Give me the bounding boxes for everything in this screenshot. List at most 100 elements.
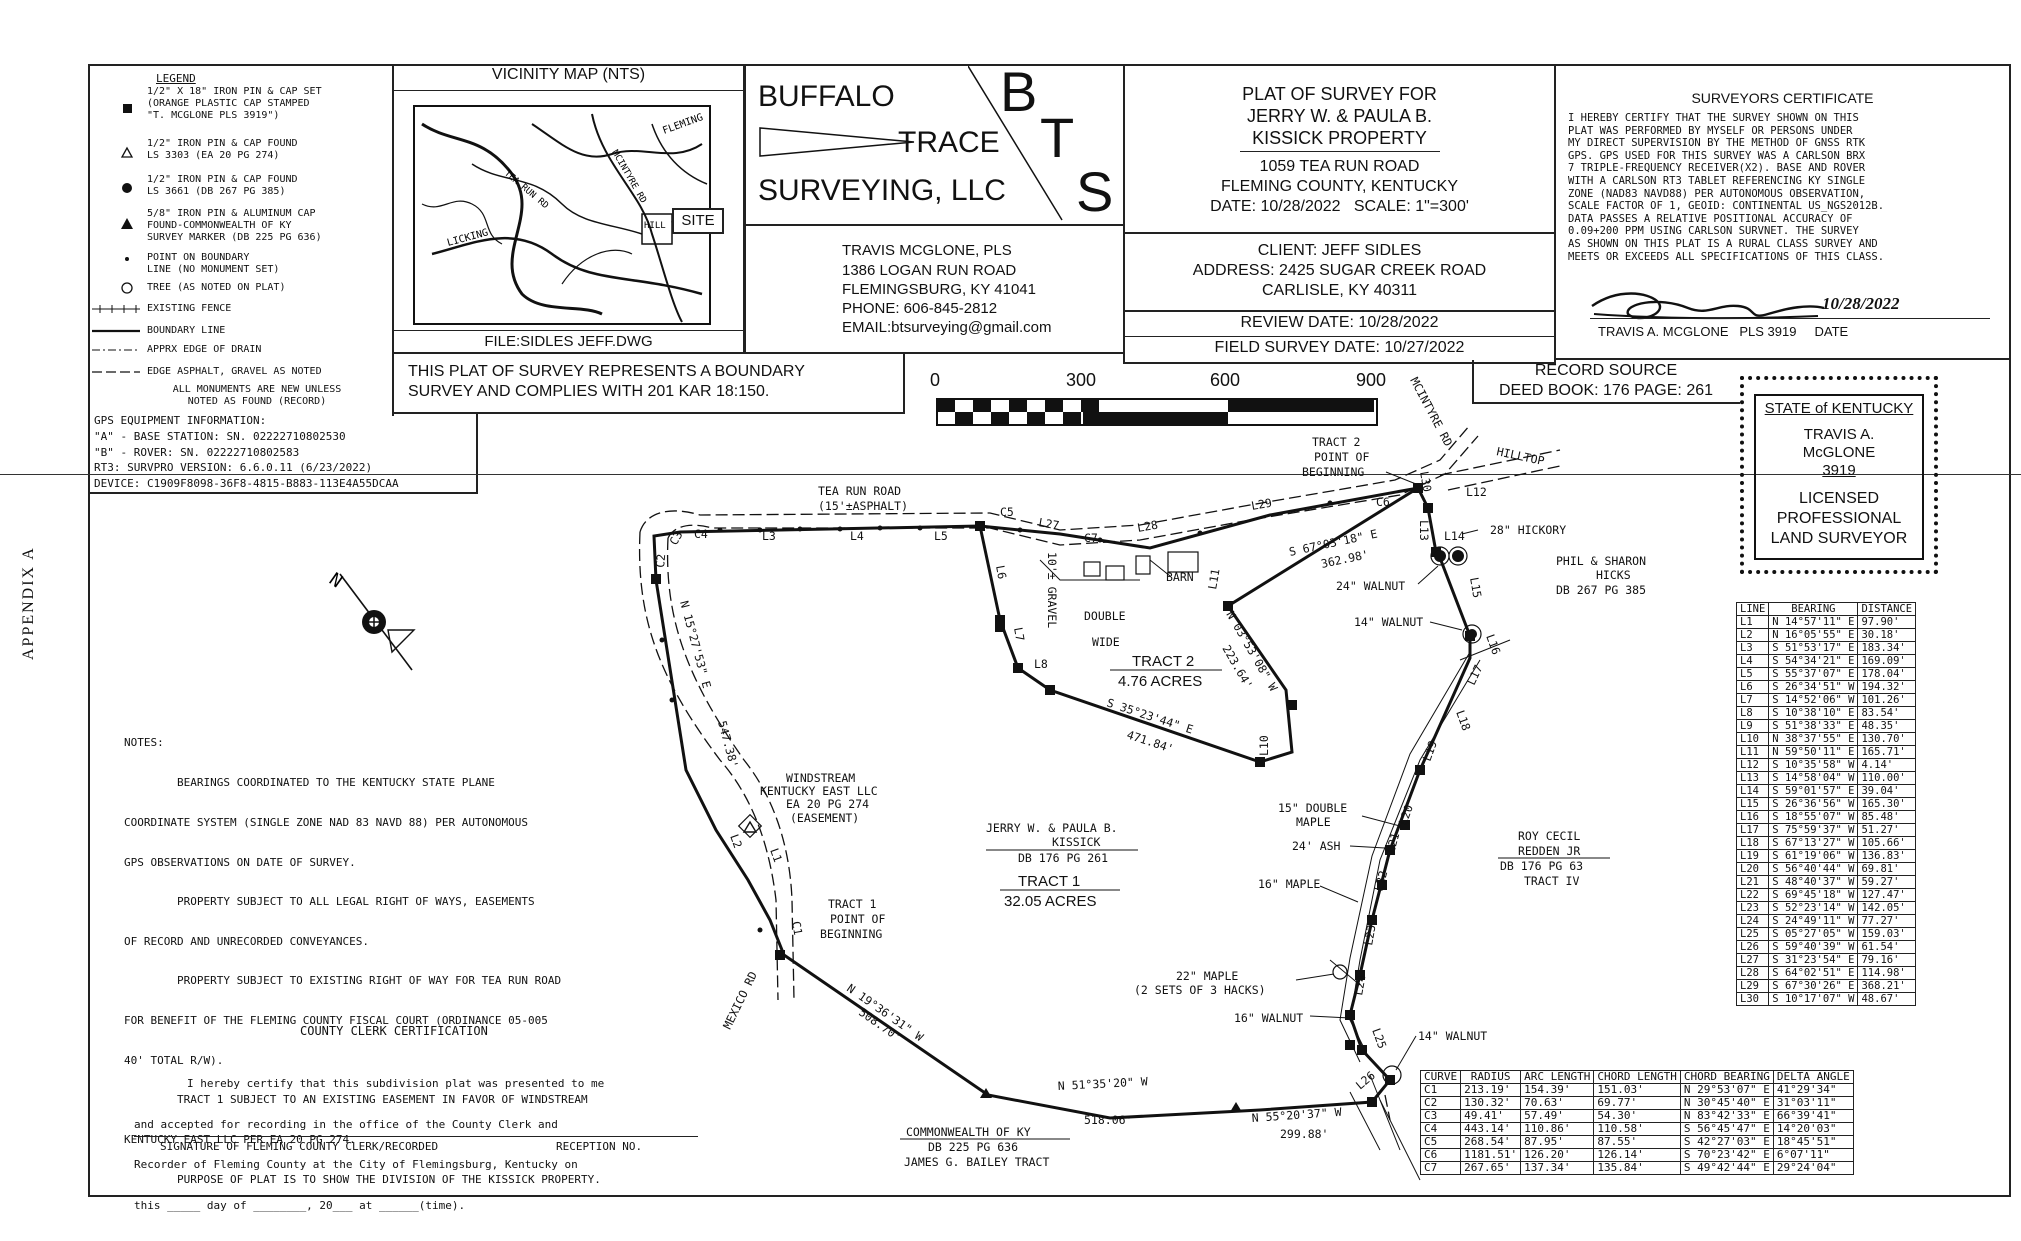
- curve-table-header: RADIUS: [1460, 1070, 1522, 1084]
- surveyor-cert-title: SURVEYORS CERTIFICATE: [1691, 90, 1874, 106]
- cert-line: DATA PASSES A RELATIVE POSITIONAL ACCURA…: [1568, 212, 1853, 225]
- line-table-cell: 97.90': [1857, 615, 1917, 629]
- curve-table-cell: 66°39'41": [1772, 1109, 1854, 1123]
- tract1-pob-line1: TRACT 1: [828, 897, 877, 911]
- surveyor-cert-text: I HEREBY CERTIFY THAT THE SURVEY SHOWN O…: [1568, 112, 1884, 263]
- vicinity-file-name: FILE:SIDLES JEFF.DWG: [484, 333, 653, 350]
- line-table-cell: 83.54': [1857, 706, 1917, 720]
- bearing-south-east: N 55°20'37" W: [1251, 1105, 1342, 1125]
- line-table-cell: L27: [1735, 953, 1770, 967]
- cert-line: 0.09+200 PPM USING CARLSON SURVNET. THE …: [1568, 225, 1859, 238]
- line-table-header: DISTANCE: [1857, 602, 1917, 616]
- record-source-text: DEED BOOK: 176 PAGE: 261: [1498, 382, 1714, 399]
- hicks-name: PHIL & SHARON: [1556, 554, 1646, 568]
- tract1-pob-line2: POINT OF: [830, 912, 885, 926]
- windstream-deed: EA 20 PG 274: [786, 797, 869, 811]
- curve-table-cell: S 70°23'42" E: [1679, 1148, 1774, 1162]
- line-table-cell: 105.66': [1857, 836, 1917, 850]
- tree-walnut-14: 14" WALNUT: [1354, 615, 1423, 629]
- curve-table-cell: 126.20': [1520, 1148, 1595, 1162]
- cert-line: SCALE FACTOR OF 1, GEOID: CONTINENTAL US…: [1568, 200, 1885, 213]
- line-table-cell: S 67°30'26" E: [1768, 979, 1859, 993]
- vicinity-label-hill-top: HILL TOP: [644, 221, 688, 231]
- surveyor-cert-block: [1554, 64, 2011, 360]
- legend-item-point-on-line: POINT ON BOUNDARY LINE (NO MONUMENT SET): [147, 252, 280, 275]
- curve-table-header: CURVE: [1419, 1070, 1462, 1084]
- curve-table-cell: C2: [1419, 1096, 1462, 1110]
- tract2-pob-line1: TRACT 2: [1312, 435, 1360, 449]
- note-line: TRACT 1 SUBJECT TO AN EXISTING EASEMENT …: [124, 1093, 588, 1107]
- legend-item-boundary: BOUNDARY LINE: [147, 325, 226, 336]
- hicks-deed: DB 267 PG 385: [1556, 583, 1646, 597]
- tract1-pob-line3: BEGINNING: [820, 927, 882, 941]
- line-table-cell: N 38°37'55" E: [1768, 732, 1859, 746]
- callout-l30: L30: [1417, 470, 1434, 493]
- contact-name: TRAVIS MCGLONE, PLS: [842, 242, 1012, 259]
- callout-l1: L1: [767, 846, 785, 864]
- curve-table-cell: N 29°53'07" E: [1679, 1083, 1774, 1097]
- tree-walnut-16: 16" WALNUT: [1234, 1011, 1303, 1025]
- redden-name2: REDDEN JR: [1518, 844, 1580, 858]
- clerk-line: and accepted for recording in the office…: [134, 1117, 558, 1131]
- tree-maple-15-line1: 15" DOUBLE: [1278, 801, 1347, 815]
- tree-walnut-14b: 14" WALNUT: [1418, 1029, 1487, 1043]
- line-table-cell: 101.26': [1857, 693, 1917, 707]
- bearing-west-side: N 15°27'53" E: [677, 599, 714, 690]
- line-table-cell: S 56°40'44" W: [1768, 862, 1859, 876]
- line-table-cell: S 67°13'27" W: [1768, 836, 1859, 850]
- plan-road-name: TEA RUN ROAD: [818, 484, 901, 498]
- callout-l14: L14: [1444, 529, 1465, 543]
- cert-line: MY DIRECT SUPERVISION BY THE METHOD OF G…: [1568, 137, 1866, 150]
- line-table-cell: L12: [1735, 758, 1770, 772]
- callout-l8: L8: [1034, 657, 1048, 671]
- callout-l18: L18: [1453, 708, 1473, 732]
- line-table-cell: S 18°55'07" W: [1768, 810, 1859, 824]
- scale-tick-0: 0: [930, 370, 941, 390]
- line-table-header: LINE: [1735, 602, 1770, 616]
- callout-c6: C6: [1376, 495, 1390, 509]
- title-address-street: 1059 TEA RUN ROAD: [1259, 158, 1420, 175]
- legend-item-pin-found-3303: 1/2" IRON PIN & CAP FOUND LS 3303 (EA 20…: [147, 138, 298, 161]
- client-city: CARLISLE, KY 40311: [1261, 282, 1418, 299]
- curve-table-cell: 41°29'34": [1772, 1083, 1854, 1097]
- callout-l2: L2: [727, 832, 745, 850]
- legend-item-drain: APPRX EDGE OF DRAIN: [147, 344, 262, 355]
- line-table-cell: 165.71': [1857, 745, 1917, 759]
- line-table-cell: 61.54': [1857, 940, 1917, 954]
- line-table-cell: 136.83': [1857, 849, 1917, 863]
- monogram-t: T: [1040, 106, 1075, 169]
- contact-email: EMAIL:btsurveying@gmail.com: [842, 319, 1052, 336]
- curve-table-cell: C6: [1419, 1148, 1462, 1162]
- line-table-cell: 48.67': [1857, 992, 1917, 1006]
- line-table-cell: S 52°23'14" W: [1768, 901, 1859, 915]
- tree-maple-22-line2: (2 SETS OF 3 HACKS): [1134, 983, 1266, 997]
- scale-tick-300: 300: [1066, 370, 1097, 390]
- line-table-cell: L25: [1735, 927, 1770, 941]
- curve-table: CURVE RADIUS ARC LENGTH CHORD LENGTH CHO…: [1419, 1070, 1854, 1175]
- distance-south-east: 299.88': [1280, 1127, 1328, 1141]
- line-table-cell: L30: [1735, 992, 1770, 1006]
- callout-l28: L28: [1136, 518, 1159, 535]
- vicinity-title: VICINITY MAP (NTS): [491, 66, 646, 83]
- line-table-cell: 85.48': [1857, 810, 1917, 824]
- callout-c4: C4: [694, 527, 708, 541]
- cert-line: 7 TRIPLE-FREQUENCY RECEIVER(X2). BASE AN…: [1568, 162, 1866, 175]
- north-arrow-icon: N: [325, 569, 416, 671]
- curve-table-cell: C4: [1419, 1122, 1462, 1136]
- callout-l3: L3: [762, 529, 776, 543]
- callout-c2: C2: [653, 553, 668, 568]
- line-table-cell: S 61°19'06" W: [1768, 849, 1859, 863]
- windstream-name: WINDSTREAM: [786, 771, 855, 785]
- curve-table-cell: 154.39': [1520, 1083, 1595, 1097]
- boundary-note-box: [392, 352, 905, 414]
- title-date-scale: DATE: 10/28/2022 SCALE: 1"=300': [1210, 198, 1469, 215]
